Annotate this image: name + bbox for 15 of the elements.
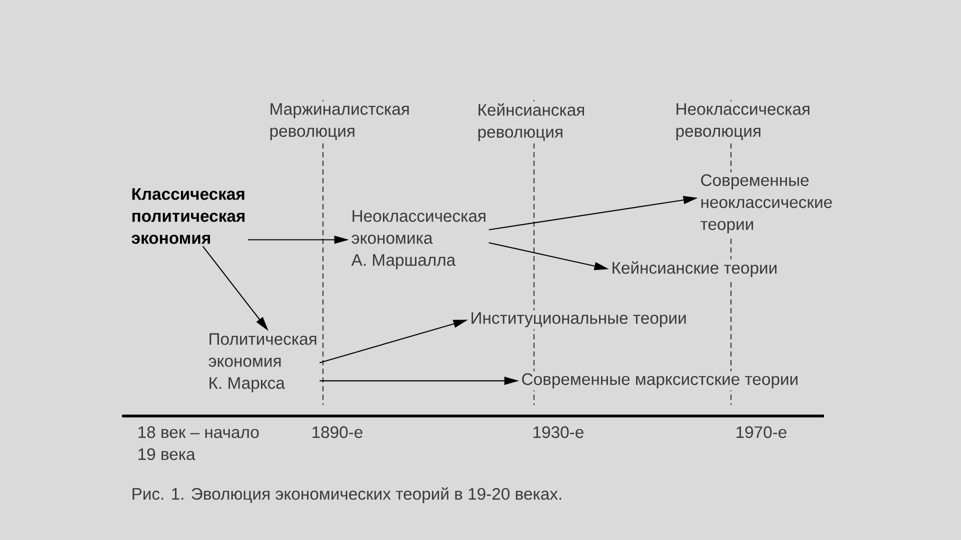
text-label: Неоклассическая экономика А. Маршалла xyxy=(349,208,489,272)
text-label: Классическая политическая экономия xyxy=(129,186,248,246)
axis-tick-label: 18 век – начало 19 века xyxy=(135,424,262,462)
axis-tick-label: 1890-е xyxy=(309,424,366,440)
text-label: Современные неоклассические теории xyxy=(698,172,835,236)
column-heading: Кейнсианская революция xyxy=(475,101,588,144)
text-label: Политическая экономия К. Маркса xyxy=(206,331,320,394)
axis-tick-label: 1930-е xyxy=(530,424,586,440)
caption: Рис. 1. Эволюция экономических теорий в 19-20 веках. xyxy=(129,485,565,506)
column-heading: Маржиналистская революция xyxy=(267,101,412,142)
axis-tick-label: 1970-е xyxy=(733,424,790,440)
text-label: Современные марксистские теории xyxy=(519,371,801,390)
text-label: Кейнсианские теории xyxy=(609,259,780,280)
column-heading: Неоклассическая революция xyxy=(673,101,813,142)
text-label: Институциональные теории xyxy=(468,310,689,330)
